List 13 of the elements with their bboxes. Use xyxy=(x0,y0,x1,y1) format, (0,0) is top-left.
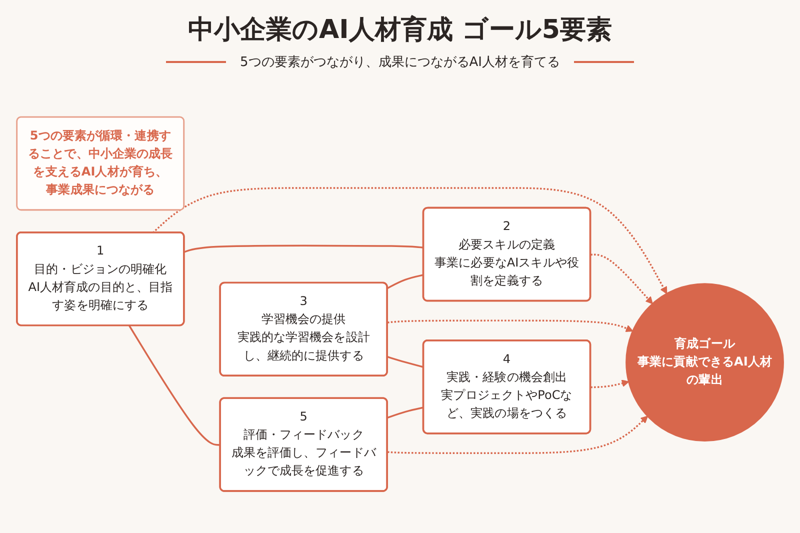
node-circle: 育成ゴール 事業に貢献できるAI人材の輩出 xyxy=(626,283,784,442)
arrow xyxy=(590,380,630,388)
arrow xyxy=(387,320,634,332)
subtitle: 5つの要素がつながり、成果につながるAI人材を育てる xyxy=(240,54,560,71)
connector xyxy=(184,244,424,253)
connector xyxy=(387,406,424,419)
title: 中小企業のAI人材育成 ゴール5要素 xyxy=(188,14,612,47)
arrow xyxy=(387,416,648,454)
arrow xyxy=(152,187,668,294)
connector xyxy=(387,356,424,368)
connector xyxy=(128,325,221,446)
connector xyxy=(387,274,424,289)
arrow xyxy=(590,254,653,304)
